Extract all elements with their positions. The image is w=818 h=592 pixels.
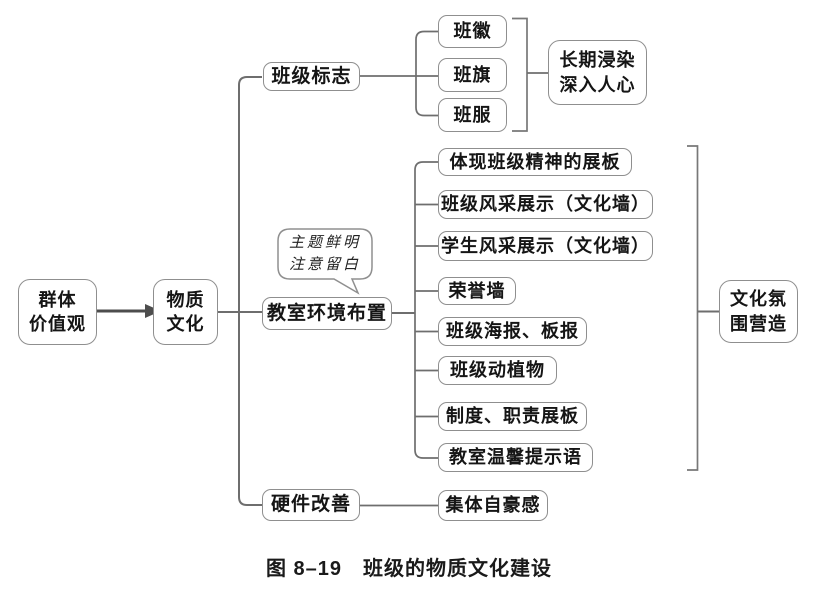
node-env-item-5: 班级海报、板报: [438, 317, 587, 346]
node-env-item-1: 体现班级精神的展板: [438, 148, 632, 176]
node-group-values-line2: 价值观: [29, 314, 86, 334]
node-env-item-1-label: 体现班级精神的展板: [449, 151, 621, 172]
node-classroom-env: 教室环境布置: [262, 297, 392, 330]
env-result-bracket: [687, 145, 699, 471]
node-hardware-result-label: 集体自豪感: [445, 495, 541, 516]
trunk-line: [238, 76, 262, 506]
node-class-uniform: 班服: [438, 98, 507, 132]
node-logo-result: 长期浸染 深入人心: [548, 40, 647, 105]
logo-bracket: [512, 17, 528, 132]
node-env-item-8-label: 教室温馨提示语: [449, 447, 582, 468]
callout-note: 主题鲜明 注意留白: [278, 231, 372, 279]
node-material-culture-line2: 文化: [166, 314, 205, 334]
callout-note-line2: 注意留白: [288, 257, 361, 273]
node-logo-result-line2: 深入人心: [559, 74, 636, 95]
node-env-item-7-label: 制度、职责展板: [446, 406, 579, 427]
callout-bubble: [277, 228, 373, 295]
node-env-result-line1: 文化氛: [730, 289, 787, 310]
node-classroom-env-label: 教室环境布置: [266, 302, 387, 324]
node-material-culture: 物质 文化: [153, 279, 218, 345]
node-env-item-8: 教室温馨提示语: [438, 443, 593, 472]
node-class-emblem: 班徽: [438, 15, 507, 48]
node-env-item-4: 荣誉墙: [438, 277, 516, 305]
env-tree-line: [414, 161, 438, 459]
node-material-culture-line1: 物质: [166, 289, 205, 310]
node-hardware-result: 集体自豪感: [438, 490, 548, 521]
node-env-item-2: 班级风采展示（文化墙）: [438, 190, 653, 219]
node-class-logo-label: 班级标志: [271, 65, 352, 87]
node-class-flag: 班旗: [438, 58, 507, 92]
node-logo-result-line1: 长期浸染: [559, 50, 636, 71]
node-hardware-label: 硬件改善: [270, 494, 351, 516]
node-env-item-2-label: 班级风采展示（文化墙）: [441, 194, 650, 215]
node-env-item-3-label: 学生风采展示（文化墙）: [441, 235, 650, 256]
node-env-item-3: 学生风采展示（文化墙）: [438, 231, 653, 261]
figure-caption: 图 8–19 班级的物质文化建设: [265, 558, 553, 580]
node-group-values: 群体 价值观: [18, 279, 97, 345]
node-env-result-line2: 围营造: [730, 313, 787, 334]
node-env-item-4-label: 荣誉墙: [448, 280, 506, 301]
node-group-values-line1: 群体: [38, 289, 77, 310]
node-class-uniform-label: 班服: [453, 104, 492, 125]
node-env-item-5-label: 班级海报、板报: [446, 321, 579, 342]
node-env-item-6-label: 班级动植物: [450, 360, 545, 381]
callout-note-line1: 主题鲜明: [288, 235, 361, 252]
node-hardware: 硬件改善: [262, 489, 360, 521]
node-env-item-6: 班级动植物: [438, 356, 557, 385]
node-class-logo: 班级标志: [263, 62, 360, 91]
node-env-item-7: 制度、职责展板: [438, 402, 587, 431]
node-class-emblem-label: 班徽: [453, 21, 492, 42]
logo-tree-line: [415, 30, 438, 117]
node-class-flag-label: 班旗: [453, 64, 492, 85]
node-env-result: 文化氛 围营造: [719, 280, 798, 343]
